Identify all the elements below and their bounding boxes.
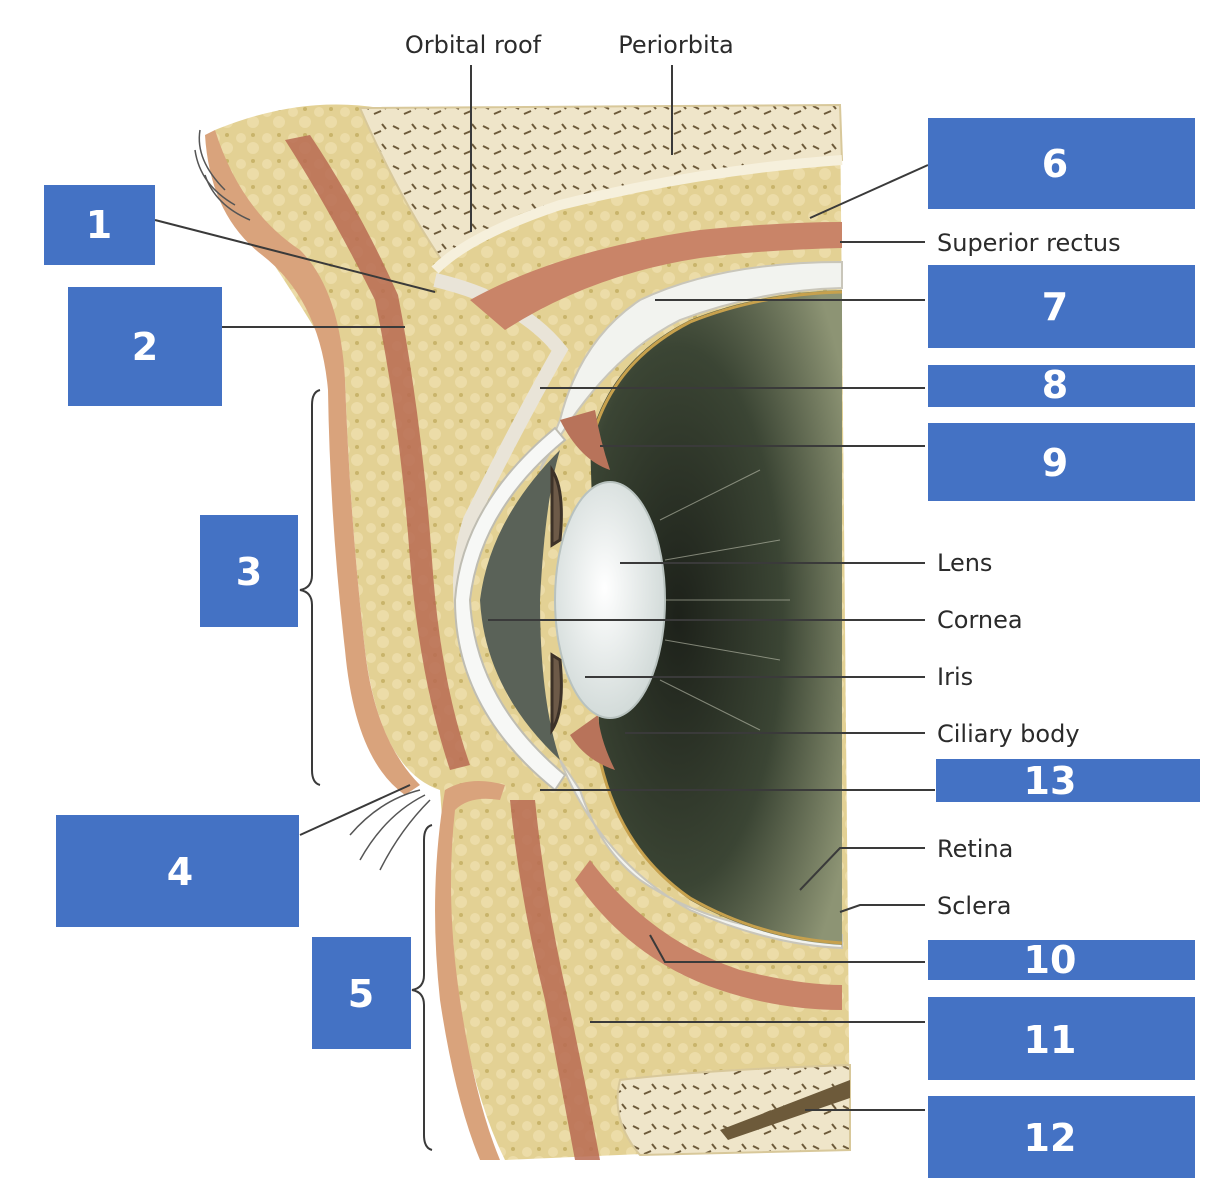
box-number: 10 [1024,938,1077,982]
answer-box-8[interactable]: 8 [928,363,1195,407]
inferior-muscle-band [575,860,842,1010]
answer-box-13[interactable]: 13 [936,759,1200,803]
label-iris: Iris [937,663,973,691]
answer-box-5[interactable]: 5 [312,937,411,1049]
retina-layer [590,290,843,945]
vitreous-body [590,290,842,945]
box-number: 5 [348,972,374,1016]
box-number: 9 [1042,441,1068,485]
eyelashes [194,129,431,871]
box-number: 4 [167,850,193,894]
ciliary-body-upper [560,410,610,470]
zonular-fibers [659,469,790,731]
label-ciliary-body: Ciliary body [937,720,1080,748]
answer-boxes: 1 2 3 4 5 6 7 8 [44,118,1200,1178]
box-number: 2 [132,325,158,369]
box-number: 8 [1042,363,1068,407]
answer-box-6[interactable]: 6 [928,118,1195,209]
lower-eyelid-skin [435,781,505,1160]
answer-box-4[interactable]: 4 [56,815,299,927]
ciliary-body-lower [570,715,615,770]
box-number: 12 [1024,1116,1077,1160]
superior-rectus-muscle [470,222,842,330]
answer-box-2[interactable]: 2 [68,287,222,406]
answer-box-10[interactable]: 10 [928,938,1195,982]
box-number: 13 [1024,759,1077,803]
answer-box-3[interactable]: 3 [200,515,298,627]
text-labels: Orbital roof Periorbita Superior rectus … [405,31,1121,920]
box-number: 7 [1042,285,1068,329]
periorbita-layer [431,155,843,274]
iris-tissue [550,464,563,736]
label-periorbita: Periorbita [618,31,734,59]
box-number: 3 [236,550,262,594]
answer-box-7[interactable]: 7 [928,265,1195,348]
orbital-floor-bone [616,1063,851,1157]
maxillary-sinus-slit [720,1080,850,1140]
label-lens: Lens [937,549,992,577]
answer-box-11[interactable]: 11 [928,997,1195,1080]
answer-box-9[interactable]: 9 [928,423,1195,501]
lens-body [554,481,666,719]
answer-box-12[interactable]: 12 [928,1096,1195,1178]
orbicularis-muscle-lower [510,800,600,1160]
box-number: 6 [1042,142,1068,186]
orbicularis-muscle-upper [285,135,470,770]
label-sclera: Sclera [937,892,1011,920]
box-number: 11 [1024,1018,1077,1062]
label-cornea: Cornea [937,606,1023,634]
answer-box-1[interactable]: 1 [44,185,155,265]
label-superior-rectus: Superior rectus [937,229,1121,257]
upper-eyelid-skin [205,130,420,795]
label-orbital-roof: Orbital roof [405,31,542,59]
leader-lines [154,65,935,1151]
anterior-chamber [480,450,560,760]
sclera-shell [539,260,843,950]
box-number: 1 [86,203,112,247]
label-retina: Retina [937,835,1013,863]
anatomy-illustration [194,103,851,1161]
